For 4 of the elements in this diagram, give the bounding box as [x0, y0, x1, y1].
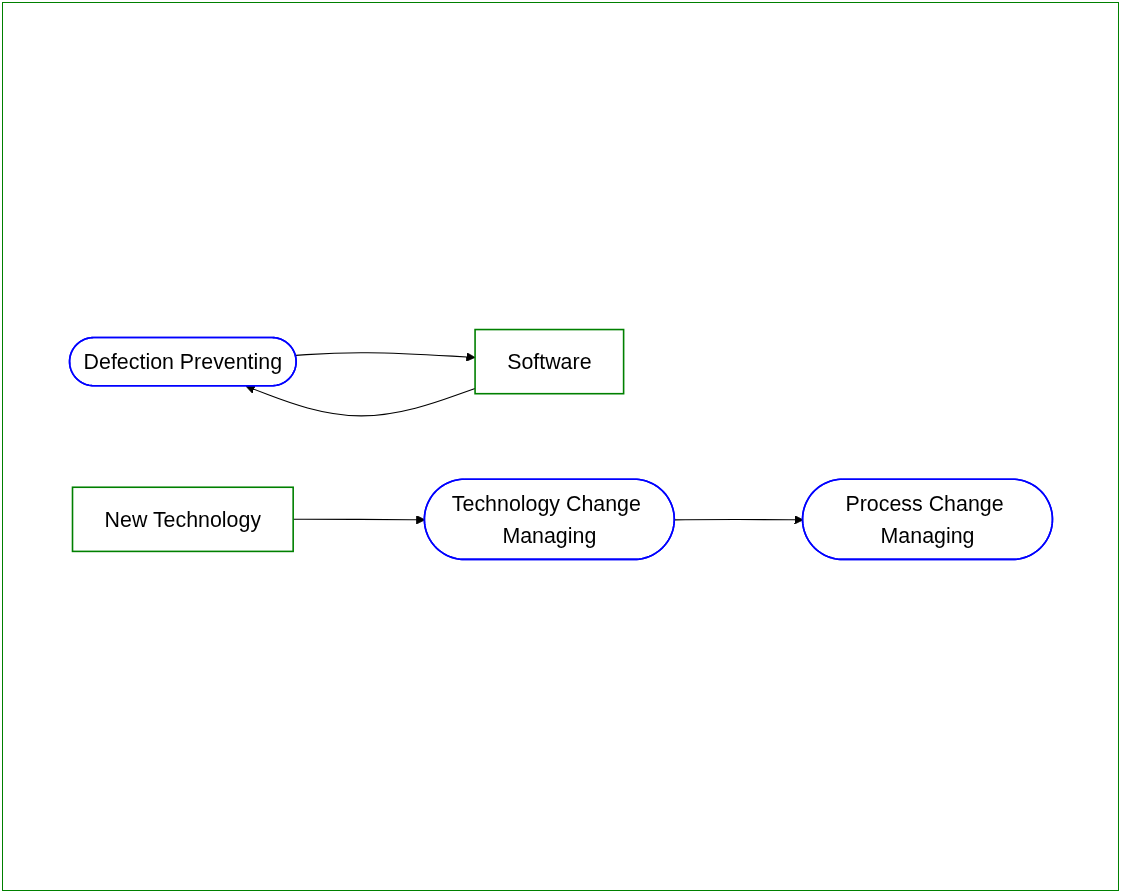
- arrow: [292, 515, 425, 525]
- arrow: [294, 352, 475, 362]
- node-box: Software: [473, 328, 624, 395]
- node-box: New Technology: [71, 486, 294, 553]
